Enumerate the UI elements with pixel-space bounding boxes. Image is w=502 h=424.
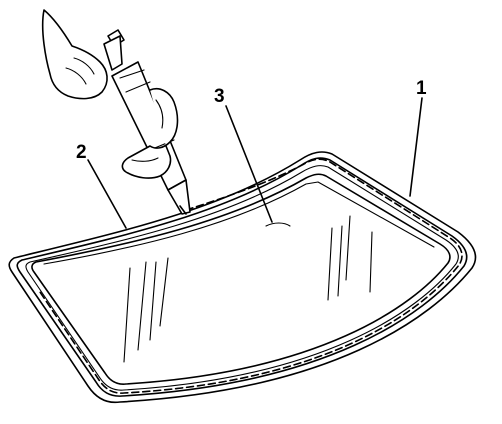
leader-line-2: [87, 159, 127, 229]
leader-line-3-hook: [265, 222, 291, 227]
urethane-bead: [39, 158, 463, 394]
glass-reflections: [123, 215, 373, 363]
gloved-hand-lower: [121, 87, 179, 179]
glass-panel: [31, 173, 451, 385]
callout-label-1: 1: [416, 78, 427, 99]
gloved-hand-upper: [41, 9, 108, 100]
leader-lines: [87, 97, 423, 229]
leader-line-3: [225, 105, 273, 223]
callout-label-2: 2: [76, 142, 87, 163]
leader-line-1: [409, 97, 423, 197]
callout-label-3: 3: [214, 86, 225, 107]
